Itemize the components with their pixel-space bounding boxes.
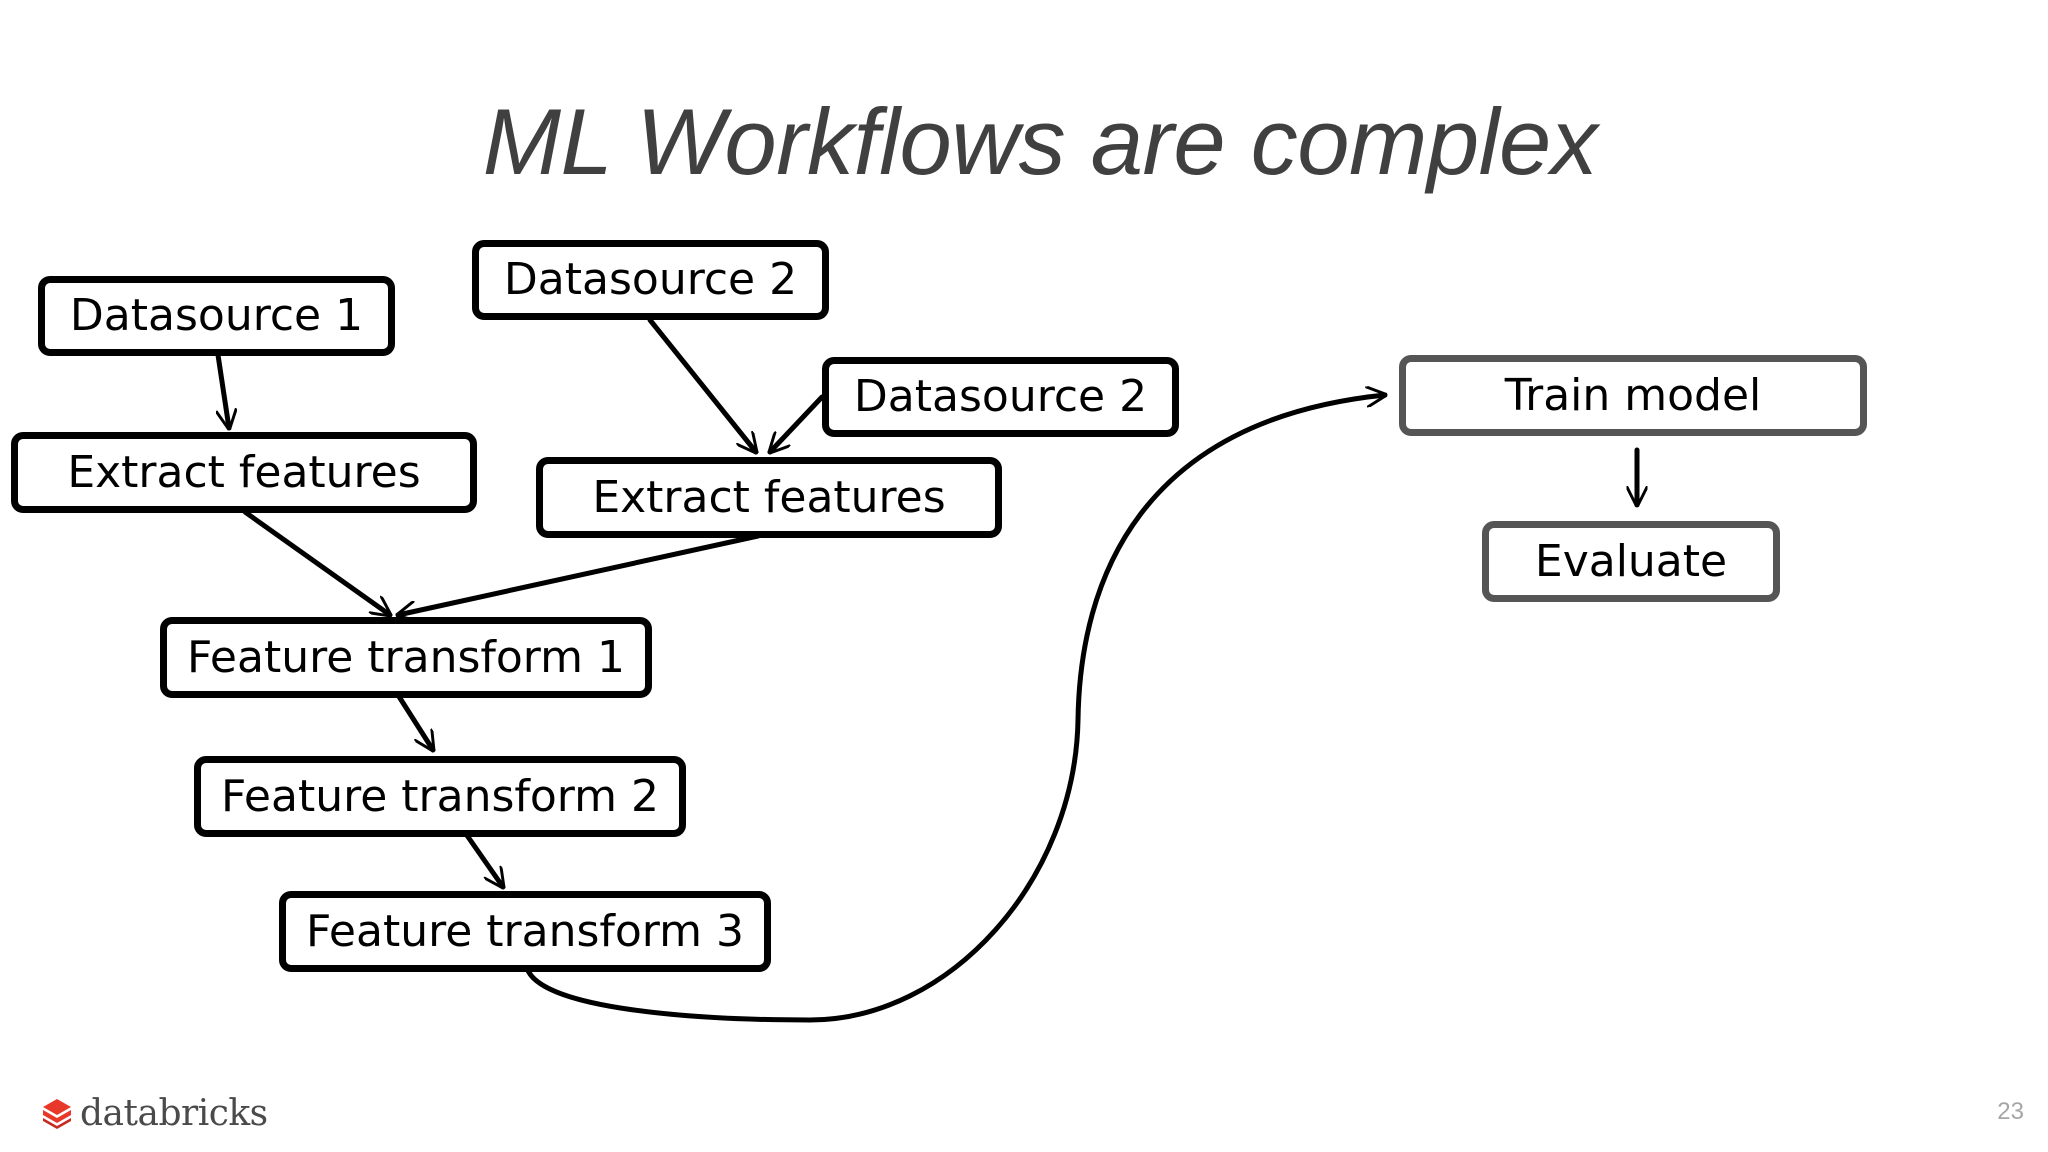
edge-ds2b-to-extract2: [770, 394, 825, 452]
node-feature-transform-2: Feature transform 2: [194, 756, 686, 837]
edge-ds1-to-extract1: [215, 352, 229, 428]
node-extract-features-right: Extract features: [536, 457, 1002, 538]
edge-ft3-to-train: [524, 395, 1385, 1023]
edge-ft1-to-ft2: [395, 692, 433, 750]
node-extract-features-left: Extract features: [11, 432, 477, 513]
node-datasource-2-right: Datasource 2: [822, 357, 1179, 437]
node-train-model: Train model: [1399, 355, 1867, 436]
edge-extract2-to-ft1: [398, 533, 761, 615]
edge-ds2a-to-extract2: [647, 317, 756, 452]
databricks-stack-icon: [43, 1099, 71, 1129]
node-evaluate: Evaluate: [1482, 521, 1780, 602]
logo-text: databricks: [80, 1092, 268, 1134]
node-datasource-2-top: Datasource 2: [472, 240, 829, 320]
node-datasource-1: Datasource 1: [38, 276, 395, 356]
databricks-logo: databricks: [40, 1088, 268, 1138]
page-number: 23: [1997, 1098, 2024, 1125]
edge-extract1-to-ft1: [242, 509, 390, 615]
node-feature-transform-3: Feature transform 3: [279, 891, 771, 972]
node-feature-transform-1: Feature transform 1: [160, 617, 652, 698]
slide-title: ML Workflows are complex: [482, 89, 1598, 194]
edge-ft2-to-ft3: [463, 831, 503, 887]
